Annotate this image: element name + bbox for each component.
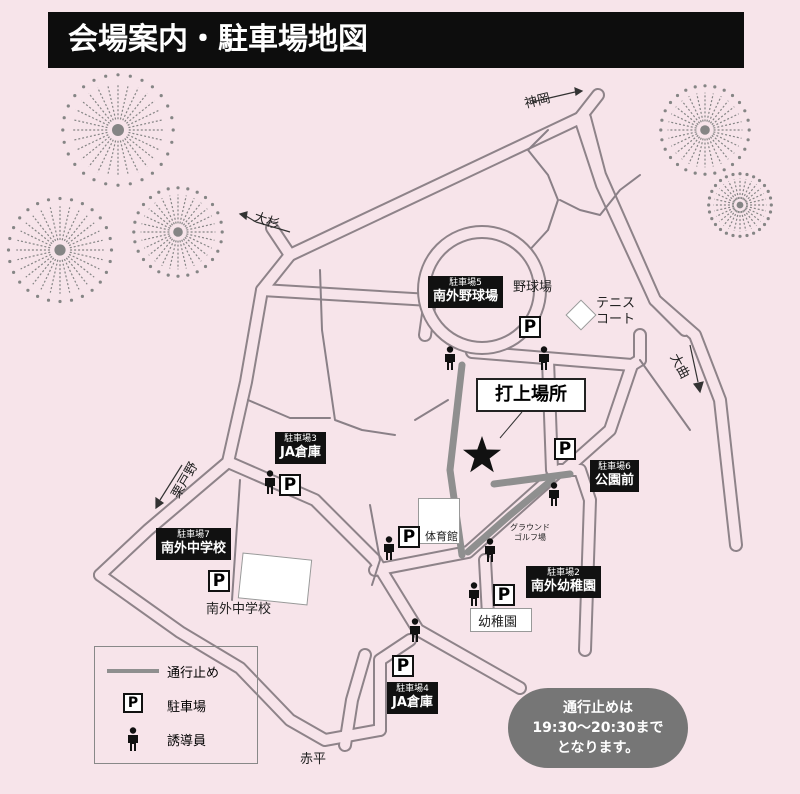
legend-closure: 通行止め bbox=[95, 659, 257, 683]
ground-golf-line-2: ゴルフ場 bbox=[514, 533, 546, 542]
parking-5-number: 駐車場5 bbox=[449, 278, 482, 288]
gym-label: 体育館 bbox=[425, 530, 458, 543]
map-legend: 通行止め P 駐車場 誘導員 bbox=[94, 646, 258, 764]
parking-6-icon: P bbox=[554, 438, 576, 460]
guide-icon bbox=[384, 536, 394, 560]
notice-line-2: 19:30〜20:30まで bbox=[532, 720, 664, 736]
minor-roads bbox=[231, 129, 691, 601]
parking-6-name: 公園前 bbox=[595, 473, 635, 488]
parking-3-label: 駐車場3 JA倉庫 bbox=[275, 432, 326, 464]
parking-7-name: 南外中学校 bbox=[161, 541, 227, 556]
notice-line-3: となります。 bbox=[556, 740, 640, 756]
parking-3-icon: P bbox=[279, 474, 301, 496]
parking-7-icon: P bbox=[208, 570, 230, 592]
launch-site-star-icon bbox=[463, 436, 501, 473]
parking-2-number: 駐車場2 bbox=[547, 568, 580, 578]
legend-parking-text: 駐車場 bbox=[167, 700, 207, 715]
parking-3-name: JA倉庫 bbox=[280, 445, 321, 460]
launch-site-label: 打上場所 bbox=[476, 378, 586, 412]
legend-guide: 誘導員 bbox=[95, 727, 257, 751]
baseball-ring-road bbox=[417, 225, 547, 355]
legend-guide-icon bbox=[128, 727, 138, 751]
notice-line-1: 通行止めは bbox=[563, 700, 633, 716]
kindergarten-label: 幼稚園 bbox=[478, 615, 518, 630]
legend-guide-text: 誘導員 bbox=[167, 734, 207, 749]
fireworks-decoration bbox=[6, 73, 773, 304]
parking-2-icon: P bbox=[493, 584, 515, 606]
firework-burst bbox=[132, 186, 224, 278]
gym-building bbox=[418, 498, 460, 544]
tennis-line-1: テニス bbox=[596, 296, 636, 311]
parking-6-label: 駐車場6 公園前 bbox=[590, 460, 640, 492]
closure-line-swatch bbox=[107, 669, 159, 673]
parking-4-name: JA倉庫 bbox=[392, 695, 433, 710]
baseball-label: 野球場 bbox=[513, 280, 553, 295]
parking-6-number: 駐車場6 bbox=[598, 462, 631, 472]
tennis-line-2: コート bbox=[596, 312, 636, 327]
ground-golf-line-1: グラウンド bbox=[510, 523, 550, 532]
parking-4-icon: P bbox=[392, 655, 414, 677]
parking-4-label: 駐車場4 JA倉庫 bbox=[387, 682, 438, 714]
gym-parking-icon: P bbox=[398, 526, 420, 548]
launch-pointer bbox=[499, 411, 523, 439]
firework-burst bbox=[61, 73, 175, 187]
tennis-court-label: テニス コート bbox=[596, 296, 635, 328]
closure-notice: 通行止めは 19:30〜20:30まで となります。 bbox=[508, 688, 688, 768]
parking-2-name: 南外幼稚園 bbox=[531, 579, 597, 594]
parking-5-icon: P bbox=[519, 316, 541, 338]
ground-golf-label: グラウンド ゴルフ場 bbox=[510, 523, 550, 543]
legend-closure-text: 通行止め bbox=[167, 666, 220, 681]
parking-4-number: 駐車場4 bbox=[396, 684, 429, 694]
kindergarten-building bbox=[470, 608, 532, 632]
parking-7-label: 駐車場7 南外中学校 bbox=[156, 528, 232, 560]
direction-arrows bbox=[155, 87, 704, 510]
page-title: 会場案内・駐車場地図 bbox=[48, 12, 744, 68]
guide-icon bbox=[445, 346, 455, 370]
junior-high-label: 南外中学校 bbox=[206, 602, 272, 617]
guide-icon bbox=[469, 582, 479, 606]
legend-parking: P 駐車場 bbox=[95, 693, 257, 717]
direction-akahira: 赤平 bbox=[300, 752, 327, 767]
firework-burst bbox=[707, 172, 773, 238]
parking-7-number: 駐車場7 bbox=[177, 530, 210, 540]
firework-burst bbox=[6, 196, 114, 304]
parking-2-label: 駐車場2 南外幼稚園 bbox=[526, 566, 602, 598]
parking-3-number: 駐車場3 bbox=[284, 434, 317, 444]
parking-5-label: 駐車場5 南外野球場 bbox=[428, 276, 504, 308]
firework-burst bbox=[659, 84, 751, 176]
legend-parking-icon: P bbox=[123, 693, 143, 713]
parking-5-name: 南外野球場 bbox=[433, 289, 499, 304]
